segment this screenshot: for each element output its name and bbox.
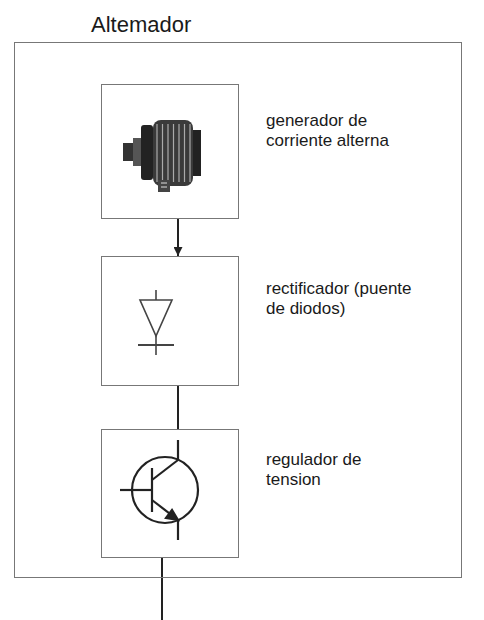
fin-stroke xyxy=(178,124,179,182)
fin-stroke xyxy=(184,124,185,182)
alternator-icon xyxy=(123,120,201,192)
fin-stroke xyxy=(189,124,190,182)
rectifier-box: rectificador (puente de diodos) xyxy=(101,256,239,386)
part-label: generador de corriente alterna xyxy=(266,111,414,150)
fin-stroke xyxy=(167,124,168,182)
diode-symbol xyxy=(138,290,174,355)
flow-arrow xyxy=(177,219,179,256)
part-label: rectificador (puente de diodos) xyxy=(266,279,414,318)
diagram-title: Altemador xyxy=(91,12,191,37)
regulator-box: regulador de tension xyxy=(101,429,239,558)
output-wire xyxy=(161,557,163,620)
fin-stroke xyxy=(162,124,163,182)
transistor-symbol xyxy=(120,440,198,540)
wire xyxy=(177,386,179,429)
generator-box: generador de corriente alterna xyxy=(101,84,239,219)
housing-box: Altemadorgenerador de corriente alternar… xyxy=(14,42,462,578)
fin-stroke xyxy=(156,124,157,182)
part-label: regulador de tension xyxy=(266,450,414,489)
fin-stroke xyxy=(173,124,174,182)
